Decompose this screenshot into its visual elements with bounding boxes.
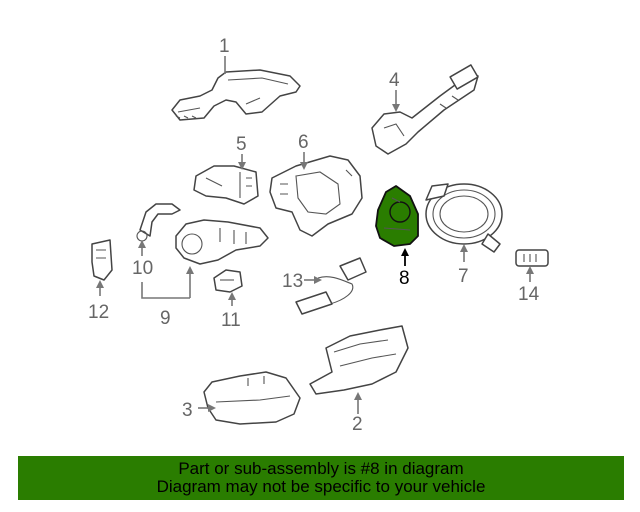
part-4-wiper-switch[interactable] (371, 64, 479, 155)
part-12-switch[interactable] (91, 239, 113, 281)
callout-10: 10 (132, 258, 153, 279)
part-8-steering-angle-sensor[interactable] (375, 185, 419, 247)
callout-12: 12 (88, 302, 109, 323)
part-2-lower-trim[interactable] (309, 325, 409, 395)
callout-8: 8 (399, 268, 410, 289)
callout-1: 1 (219, 36, 230, 57)
callout-6: 6 (298, 132, 309, 153)
part-3-lower-cover[interactable] (203, 371, 301, 425)
callout-9: 9 (160, 308, 171, 329)
callout-2: 2 (352, 414, 363, 435)
callout-14: 14 (518, 284, 540, 305)
part-13-wiring-harness[interactable] (295, 257, 367, 315)
part-6-column-housing[interactable] (269, 155, 363, 237)
banner-line-2: Diagram may not be specific to your vehi… (156, 477, 486, 496)
banner-line-1: Part or sub-assembly is #8 in diagram (178, 459, 464, 478)
info-banner: Part or sub-assembly is #8 in diagram Di… (18, 456, 624, 500)
part-14-lock-cylinder[interactable] (515, 249, 549, 267)
part-9-ignition-housing[interactable] (175, 219, 269, 265)
part-7-clock-spring[interactable] (425, 183, 503, 253)
part-11-sensor[interactable] (213, 269, 243, 293)
part-5-turn-signal-switch[interactable] (193, 165, 259, 205)
callout-5: 5 (236, 134, 247, 155)
part-1-upper-cover[interactable] (171, 69, 301, 121)
callout-3: 3 (182, 400, 193, 421)
part-10-bracket[interactable] (136, 203, 181, 242)
callout-4: 4 (389, 70, 400, 91)
callout-7: 7 (458, 266, 469, 287)
callout-13: 13 (282, 271, 303, 292)
parts-diagram: 1 4 5 6 8 7 (88, 36, 549, 435)
callout-11: 11 (221, 310, 241, 331)
